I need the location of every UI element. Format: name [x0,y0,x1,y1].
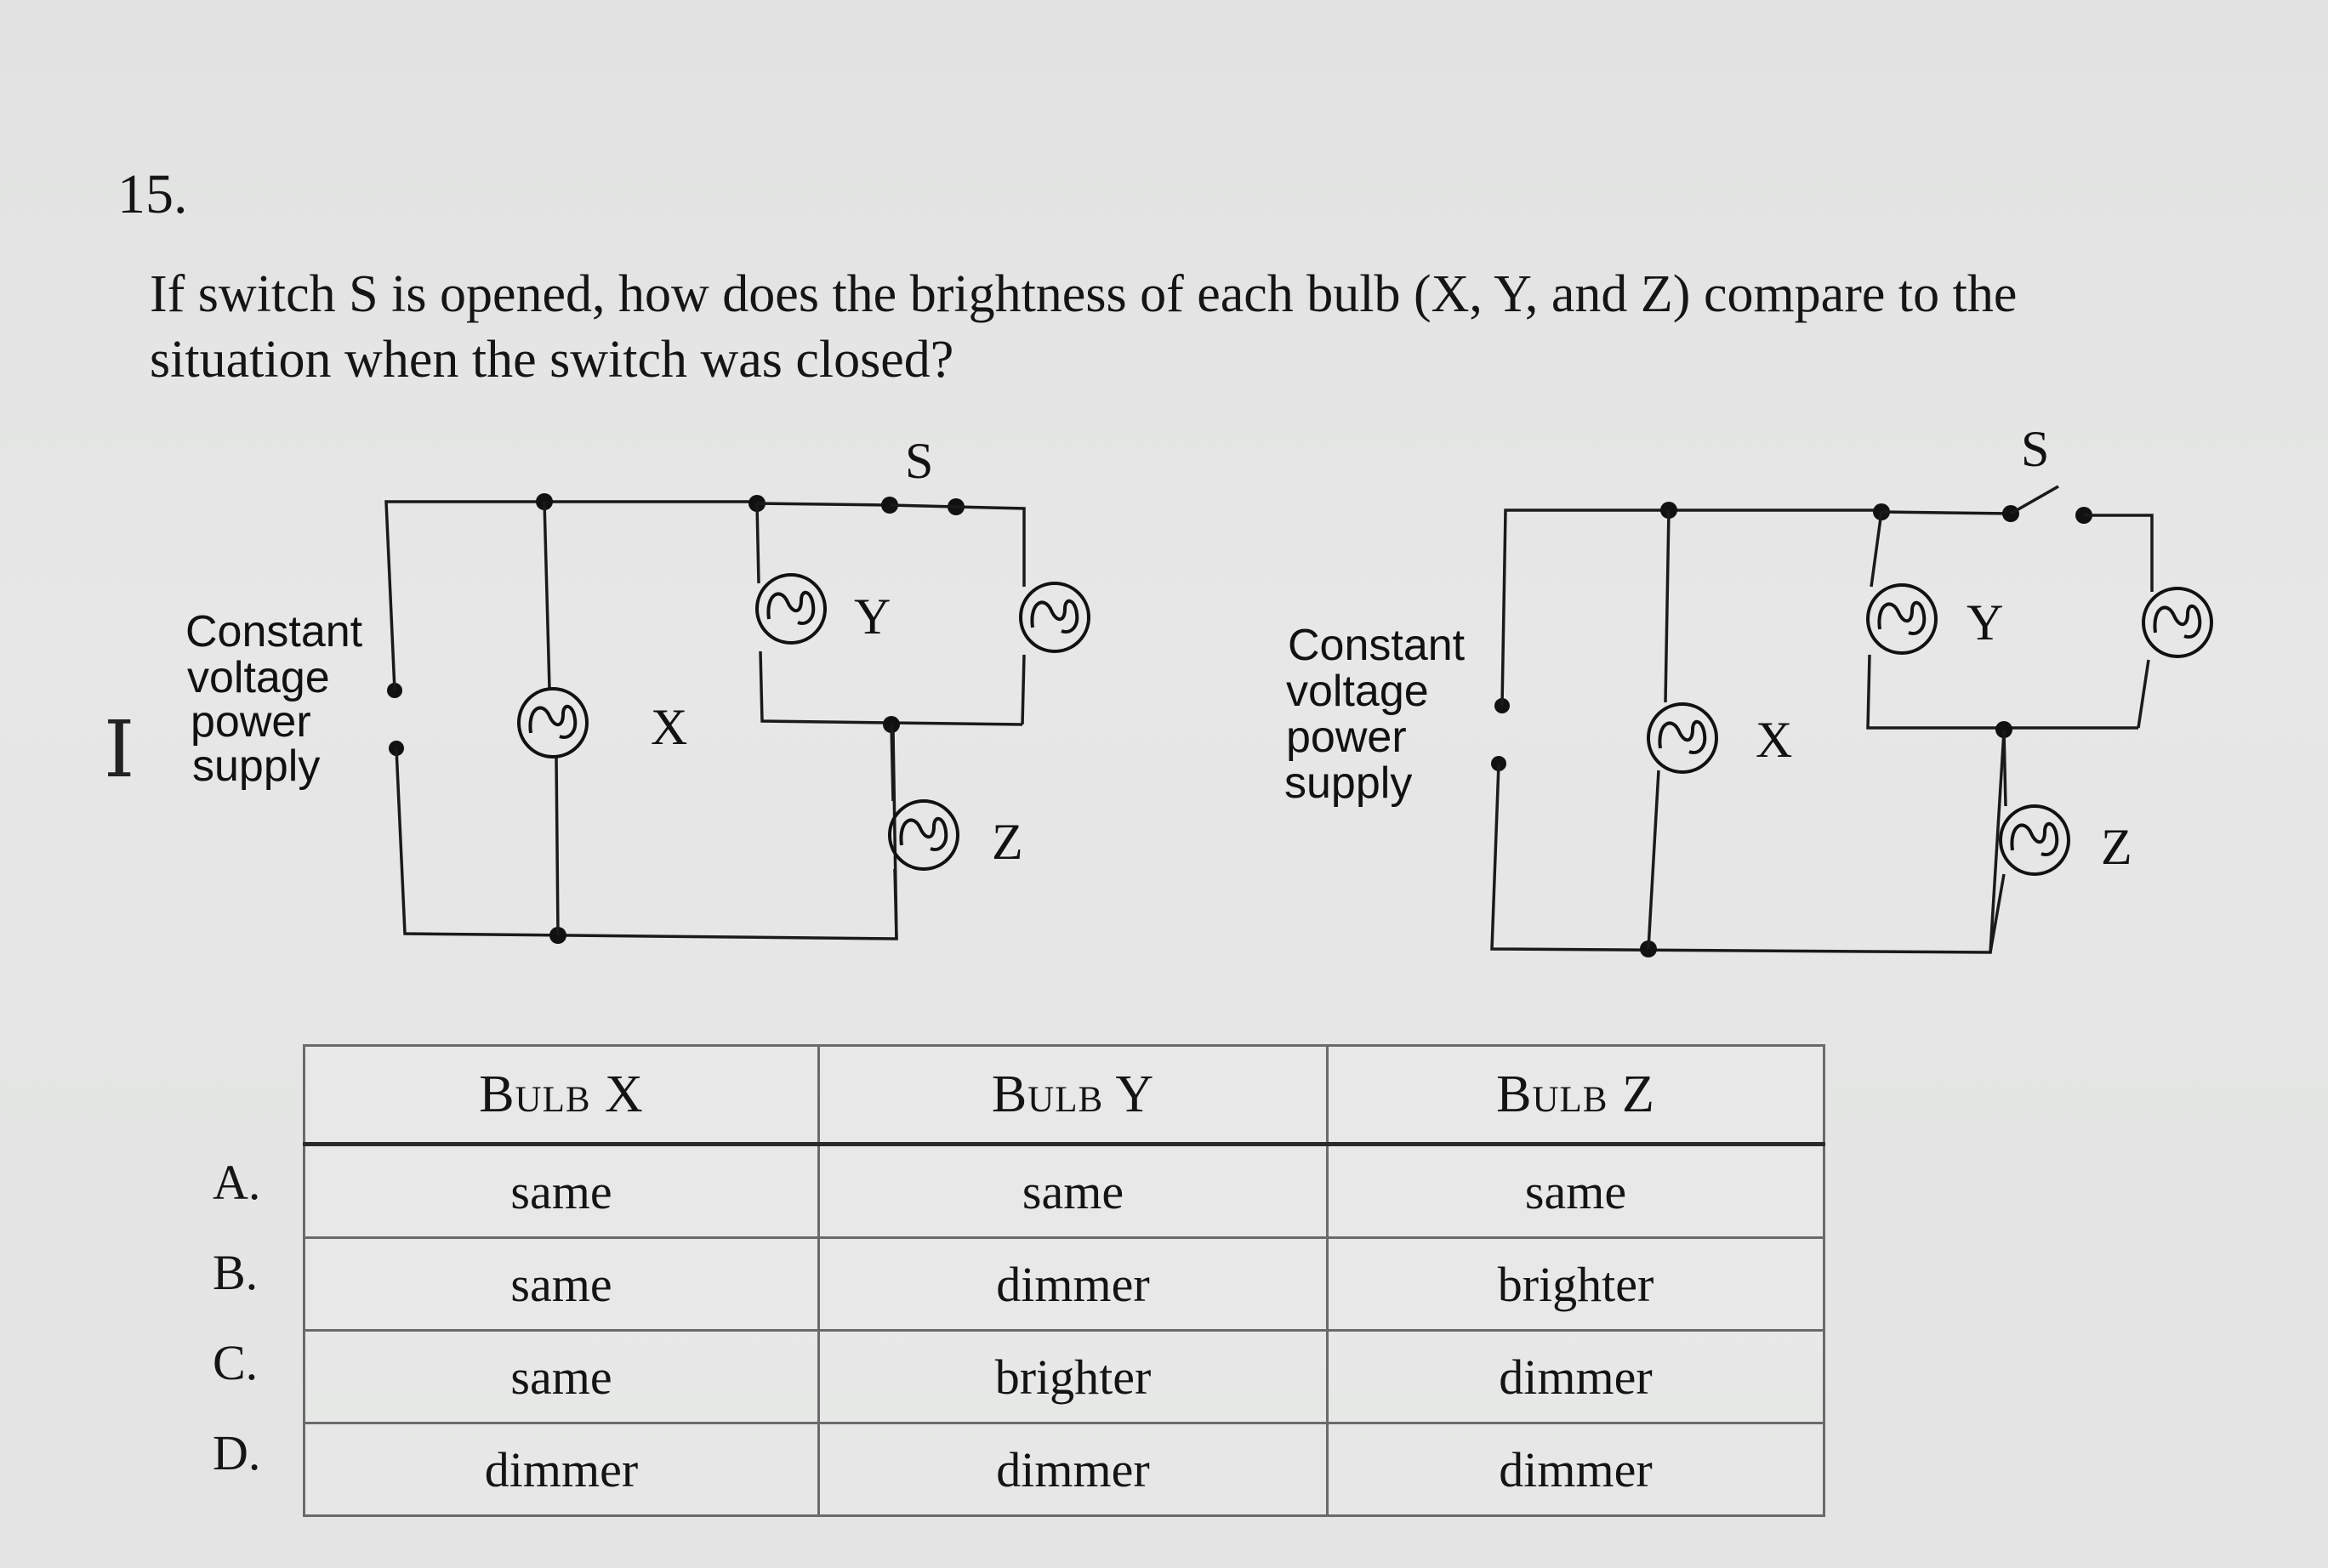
psu-label-line-1: Constant [1288,621,1466,670]
answer-letter-c[interactable]: C. [213,1335,259,1390]
table-row[interactable]: same dimmer brighter [302,1236,1826,1332]
bulb-x-icon [1647,702,1718,774]
psu-label-line-3: power [1286,713,1407,762]
cell-bulb-z: dimmer [1325,1422,1826,1517]
psu-label-line-3: power [191,697,311,747]
cell-bulb-x: same [302,1329,821,1424]
header-bulb-z: Bulb Z [1325,1044,1826,1146]
header-bulb-x: Bulb X [302,1044,821,1146]
header-bulb-y: Bulb Y [817,1044,1329,1146]
psu-label-line-4: supply [1284,758,1412,808]
cell-bulb-z: brighter [1325,1236,1826,1332]
wire [1647,509,1671,950]
bulb-z-icon [1999,804,2070,876]
cell-bulb-y: brighter [817,1329,1329,1424]
bulb-y-label: Y [854,588,891,645]
text-cursor-icon: I [104,704,135,795]
switch-s-label: S [2021,421,2049,477]
cell-bulb-x: same [302,1236,821,1332]
cell-bulb-z: dimmer [1325,1329,1826,1424]
wire [1490,730,2006,954]
table-row[interactable]: dimmer dimmer dimmer [302,1422,1826,1517]
cell-bulb-y: dimmer [817,1236,1329,1332]
table-header-row: Bulb X Bulb Y Bulb Z [302,1044,1826,1146]
cell-bulb-x: dimmer [302,1422,821,1517]
wire [384,500,757,691]
answer-letter-d[interactable]: D. [213,1425,261,1480]
answer-letter-a[interactable]: A. [213,1155,261,1210]
bulb-x-icon [517,687,589,758]
wire [1866,511,2138,730]
cell-bulb-y: dimmer [817,1422,1329,1517]
cell-bulb-x: same [302,1143,821,1239]
bulb-y-icon [1866,583,1938,655]
wire [955,505,1026,725]
bulb-y-icon [755,573,827,645]
wire [543,501,560,936]
bulb-z-label: Z [2101,819,2132,875]
table-row[interactable]: same same same [302,1143,1826,1239]
question-line-1: If switch S is opened, how does the brig… [150,265,2018,323]
wire [395,730,898,940]
bulb-z-icon [888,799,959,871]
switch-s-label: S [905,433,933,489]
answer-letters: A. B. C. D. [213,1158,260,1519]
answer-table: Bulb X Bulb Y Bulb Z same same same same… [302,1044,1826,1517]
question-number: 15. [117,163,188,225]
psu-label-line-4: supply [192,741,320,791]
wire [1989,729,2007,953]
wire [1500,508,1881,707]
switch-s-closed [889,503,957,508]
wire [755,503,1023,726]
bulb-z-label: Z [992,814,1023,870]
cell-bulb-y: same [817,1143,1329,1239]
psu-label-line-2: voltage [1286,667,1429,716]
bulb-unlabeled-icon [1019,582,1090,653]
bulb-y-label: Y [1967,594,2003,650]
circuit-closed: Constant voltage power supply X Y S Z [185,433,1090,944]
bulb-unlabeled-icon [2142,587,2213,658]
answer-letter-b[interactable]: B. [213,1245,259,1300]
table-row[interactable]: same brighter dimmer [302,1329,1826,1424]
circuit-open: Constant voltage power supply X Y S Z [1284,421,2213,957]
psu-label-line-1: Constant [185,607,363,656]
question-text: If switch S is opened, how does the brig… [150,262,2191,393]
bulb-x-label: X [1756,712,1792,768]
wire [2084,514,2154,729]
wire [756,502,891,507]
wire [1881,510,2012,515]
bulb-x-label: X [651,699,687,755]
psu-label-line-2: voltage [187,653,330,702]
cell-bulb-z: same [1325,1143,1826,1239]
wire [890,724,898,940]
switch-s-open [2010,485,2059,515]
question-line-2: situation when the switch was closed? [150,331,954,389]
